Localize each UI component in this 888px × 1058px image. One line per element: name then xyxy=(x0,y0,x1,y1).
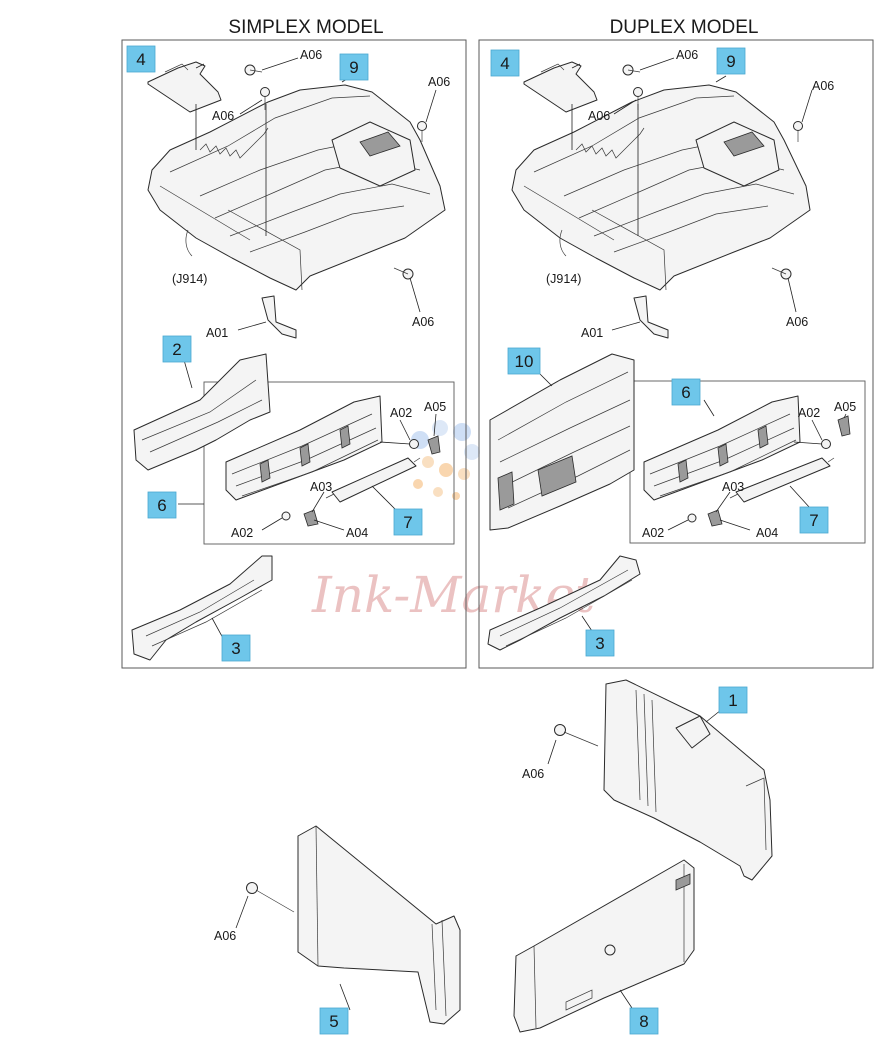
simplex-callout-a06-4: A06 xyxy=(412,315,434,329)
svg-text:4: 4 xyxy=(136,50,145,69)
duplex-callout-a03: A03 xyxy=(722,480,744,494)
svg-text:3: 3 xyxy=(595,634,604,653)
simplex-callout-a06-2: A06 xyxy=(212,109,234,123)
part-5-screw-icon xyxy=(246,882,258,894)
badge-simplex-2: 2 xyxy=(162,335,192,363)
badge-part-8: 8 xyxy=(629,1007,659,1035)
svg-text:9: 9 xyxy=(726,52,735,71)
duplex-part-4 xyxy=(523,61,598,113)
simplex-top-cover-assembly xyxy=(147,57,446,339)
duplex-callout-a06-2: A06 xyxy=(588,109,610,123)
part-1-screw-icon xyxy=(554,724,566,736)
simplex-callout-a03: A03 xyxy=(310,480,332,494)
duplex-part-9 xyxy=(511,84,811,291)
badge-simplex-6: 6 xyxy=(147,491,177,519)
part-number-badges: 4 9 2 6 7 3 4 9 10 6 7 3 1 5 8 xyxy=(126,45,829,1035)
duplex-part-3 xyxy=(487,555,641,651)
duplex-a02-bushing xyxy=(821,439,831,449)
duplex-callout-a06-4: A06 xyxy=(786,315,808,329)
duplex-callout-j914: (J914) xyxy=(546,272,581,286)
duplex-callout-a02-2: A02 xyxy=(642,526,664,540)
simplex-part-3 xyxy=(131,555,273,661)
svg-text:1: 1 xyxy=(728,691,737,710)
duplex-screw-icon xyxy=(622,64,803,280)
svg-text:7: 7 xyxy=(809,511,818,530)
badge-duplex-4: 4 xyxy=(490,49,520,77)
badge-simplex-4: 4 xyxy=(126,45,156,73)
duplex-callout-a01: A01 xyxy=(581,326,603,340)
bottom-callout-a06-2: A06 xyxy=(214,929,236,943)
part-1-side-cover xyxy=(547,679,773,881)
duplex-a01-bracket xyxy=(633,295,669,339)
simplex-part-2 xyxy=(133,353,271,471)
simplex-panel xyxy=(121,39,467,669)
simplex-a02-bushing xyxy=(409,439,419,449)
svg-text:6: 6 xyxy=(157,496,166,515)
svg-text:7: 7 xyxy=(403,513,412,532)
svg-text:6: 6 xyxy=(681,383,690,402)
svg-text:9: 9 xyxy=(349,58,358,77)
duplex-callout-a04: A04 xyxy=(756,526,778,540)
badge-duplex-6: 6 xyxy=(671,378,701,406)
simplex-callout-a05: A05 xyxy=(424,400,446,414)
badge-duplex-7: 7 xyxy=(799,506,829,534)
duplex-callout-a02-1: A02 xyxy=(798,406,820,420)
simplex-callout-a04: A04 xyxy=(346,526,368,540)
simplex-callout-a02-2: A02 xyxy=(231,526,253,540)
duplex-callout-a06-1: A06 xyxy=(676,48,698,62)
simplex-callout-a01: A01 xyxy=(206,326,228,340)
simplex-a05-gear xyxy=(427,435,441,455)
simplex-a01-bracket xyxy=(261,295,297,339)
simplex-callout-a06-3: A06 xyxy=(428,75,450,89)
simplex-a04-gear xyxy=(303,509,319,527)
svg-text:4: 4 xyxy=(500,54,509,73)
duplex-callout-a06-3: A06 xyxy=(812,79,834,93)
simplex-screw-icon xyxy=(244,64,427,280)
duplex-small-parts xyxy=(667,413,851,531)
simplex-callout-j914: (J914) xyxy=(172,272,207,286)
duplex-panel xyxy=(478,39,874,669)
duplex-part-7 xyxy=(729,457,835,509)
duplex-callout-a05: A05 xyxy=(834,400,856,414)
duplex-part-10 xyxy=(489,353,635,531)
svg-text:2: 2 xyxy=(172,340,181,359)
simplex-small-parts xyxy=(261,413,441,531)
simplex-part-6 xyxy=(178,395,383,505)
duplex-a05-gear xyxy=(837,415,851,437)
badge-part-1: 1 xyxy=(718,686,748,714)
simplex-roller-subpanel xyxy=(203,381,455,545)
badge-duplex-10: 10 xyxy=(507,347,541,375)
svg-text:8: 8 xyxy=(639,1012,648,1031)
badge-part-5: 5 xyxy=(319,1007,349,1035)
simplex-part-4 xyxy=(147,61,222,113)
simplex-title: SIMPLEX MODEL xyxy=(228,17,383,38)
simplex-part-7 xyxy=(325,457,421,511)
badge-simplex-3: 3 xyxy=(221,634,251,662)
duplex-part-6 xyxy=(643,395,801,501)
badge-simplex-9: 9 xyxy=(339,53,369,81)
duplex-a02-bushing-2 xyxy=(687,513,697,523)
simplex-a02-bushing-2 xyxy=(281,511,291,521)
part-5-side-cover xyxy=(235,825,461,1025)
badge-simplex-7: 7 xyxy=(393,508,423,536)
simplex-callout-a06-1: A06 xyxy=(300,48,322,62)
bottom-callout-a06-1: A06 xyxy=(522,767,544,781)
part-8-front-cover xyxy=(513,859,695,1033)
simplex-callout-a02-1: A02 xyxy=(390,406,412,420)
duplex-top-cover-assembly xyxy=(511,57,813,339)
simplex-part-9 xyxy=(147,84,446,291)
duplex-title: DUPLEX MODEL xyxy=(610,17,759,38)
duplex-a04-gear xyxy=(707,509,723,527)
svg-text:10: 10 xyxy=(515,352,534,371)
badge-duplex-3: 3 xyxy=(585,629,615,657)
svg-text:3: 3 xyxy=(231,639,240,658)
badge-duplex-9: 9 xyxy=(716,47,746,75)
svg-text:5: 5 xyxy=(329,1012,338,1031)
